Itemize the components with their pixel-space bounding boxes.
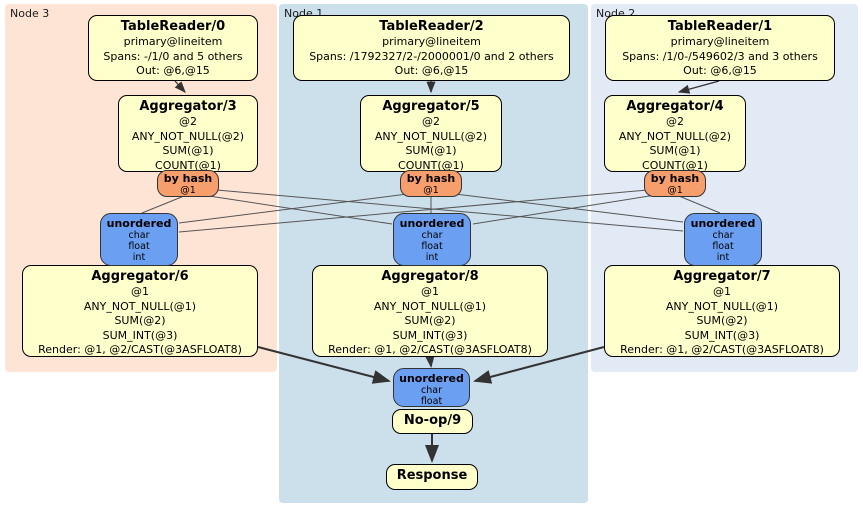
node3-label: Node 3 <box>10 7 50 20</box>
aggregator-top-box: Aggregator/3 @2 ANY_NOT_NULL(@2) SUM(@1)… <box>118 95 258 172</box>
aggregator-top-box: Aggregator/4 @2 ANY_NOT_NULL(@2) SUM(@1)… <box>604 95 746 172</box>
processor-title: Aggregator/4 <box>626 99 724 114</box>
unordered-sync: unordered char float int <box>393 213 471 266</box>
hash-router: by hash @1 <box>400 170 462 197</box>
processor-title: TableReader/2 <box>379 19 484 34</box>
tablereader-box: TableReader/1 primary@lineitem Spans: /1… <box>605 15 835 81</box>
noop-box: No-op/9 <box>392 409 473 434</box>
unordered-sync: unordered char float int <box>100 213 178 266</box>
processor-title: Aggregator/3 <box>139 99 237 114</box>
tablereader-box: TableReader/0 primary@lineitem Spans: -/… <box>88 15 258 81</box>
aggregator-top-box: Aggregator/5 @2 ANY_NOT_NULL(@2) SUM(@1)… <box>360 95 502 172</box>
processor-title: TableReader/1 <box>667 19 773 34</box>
aggregator-bottom-box: Aggregator/6 @1 ANY_NOT_NULL(@1) SUM(@2)… <box>22 265 258 357</box>
unordered-sync: unordered char float int <box>684 213 762 266</box>
processor-title: Aggregator/5 <box>382 99 480 114</box>
aggregator-bottom-box: Aggregator/7 @1 ANY_NOT_NULL(@1) SUM(@2)… <box>604 265 840 357</box>
response-box: Response <box>386 464 478 490</box>
aggregator-bottom-box: Aggregator/8 @1 ANY_NOT_NULL(@1) SUM(@2)… <box>312 265 548 357</box>
processor-title: Aggregator/7 <box>673 269 771 284</box>
processor-title: Aggregator/8 <box>381 269 479 284</box>
hash-router: by hash @1 <box>157 170 219 197</box>
hash-router: by hash @1 <box>644 170 706 197</box>
final-unordered-sync: unordered char float <box>393 368 470 407</box>
processor-title: Aggregator/6 <box>91 269 189 284</box>
processor-title: TableReader/0 <box>120 19 226 34</box>
tablereader-box: TableReader/2 primary@lineitem Spans: /1… <box>293 15 570 81</box>
